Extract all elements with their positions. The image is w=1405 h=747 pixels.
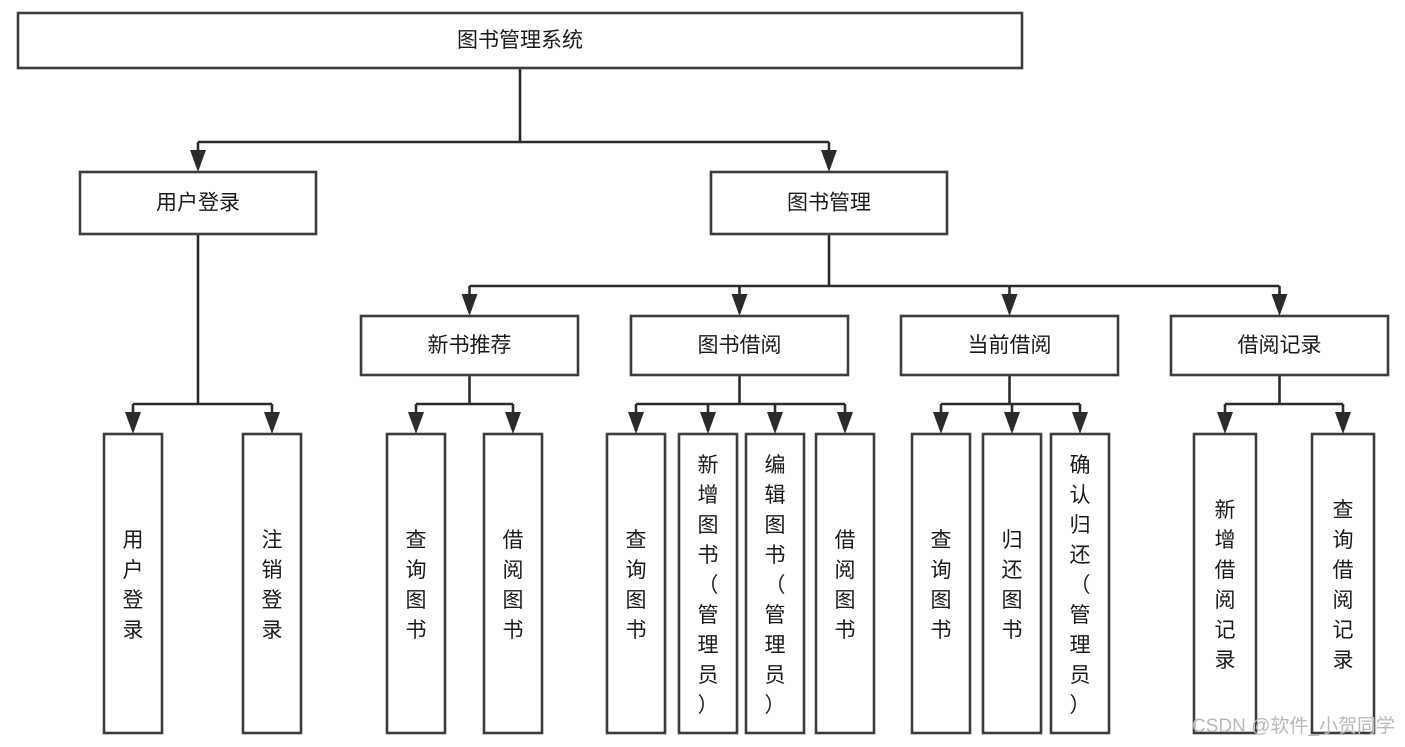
node-leaf-cb-query[interactable]: 查询图书 (910, 432, 972, 735)
node-box-book-manage[interactable] (709, 170, 949, 236)
node-user-login[interactable]: 用户登录 (78, 170, 318, 236)
node-label: 查询图书 (931, 529, 952, 642)
node-current-borrow[interactable]: 当前借阅 (899, 314, 1120, 377)
node-label: 借阅图书 (503, 529, 524, 642)
node-label: 借阅图书 (835, 529, 856, 642)
node-box-leaf-cb-confirm[interactable] (1049, 432, 1111, 735)
node-leaf-bb-borrow[interactable]: 借阅图书 (814, 432, 876, 735)
node-leaf-rec-query[interactable]: 查询图书 (385, 432, 447, 735)
node-box-new-book-rec[interactable] (359, 314, 580, 377)
node-label: 注销登录 (262, 529, 283, 642)
node-book-manage[interactable]: 图书管理 (709, 170, 949, 236)
node-label: 新增图书（管理员） (698, 454, 719, 717)
node-box-leaf-rec-query[interactable] (385, 432, 447, 735)
node-label: 图书管理 (787, 192, 871, 215)
node-label: 新书推荐 (428, 334, 512, 357)
node-box-borrow-record[interactable] (1169, 314, 1390, 377)
node-leaf-br-query[interactable]: 查询借阅记录 (1310, 432, 1376, 735)
node-label: 编辑图书（管理员） (765, 454, 786, 717)
node-leaf-cb-confirm[interactable]: 确认归还（管理员） (1049, 432, 1111, 735)
node-leaf-user-login[interactable]: 用户登录 (102, 432, 164, 735)
node-label: 用户登录 (123, 529, 144, 642)
node-label: 图书管理系统 (457, 29, 583, 52)
node-leaf-logout[interactable]: 注销登录 (241, 432, 303, 735)
node-box-leaf-bb-edit[interactable] (744, 432, 806, 735)
node-book-borrow[interactable]: 图书借阅 (629, 314, 850, 377)
node-leaf-br-add[interactable]: 新增借阅记录 (1192, 432, 1258, 735)
node-leaf-bb-edit[interactable]: 编辑图书（管理员） (744, 432, 806, 735)
node-label: 归还图书 (1002, 529, 1023, 642)
node-layer: 图书管理系统用户登录图书管理新书推荐图书借阅当前借阅借阅记录用户登录注销登录查询… (16, 11, 1390, 735)
node-box-leaf-cb-query[interactable] (910, 432, 972, 735)
node-box-leaf-rec-borrow[interactable] (482, 432, 544, 735)
connector-layer (125, 68, 1351, 434)
node-label: 查询图书 (626, 529, 647, 642)
node-box-user-login[interactable] (78, 170, 318, 236)
node-box-leaf-user-login[interactable] (102, 432, 164, 735)
node-root[interactable]: 图书管理系统 (16, 11, 1024, 70)
node-box-leaf-br-add[interactable] (1192, 432, 1258, 735)
node-box-current-borrow[interactable] (899, 314, 1120, 377)
node-borrow-record[interactable]: 借阅记录 (1169, 314, 1390, 377)
node-label: 确认归还（管理员） (1070, 454, 1091, 717)
node-box-leaf-bb-borrow[interactable] (814, 432, 876, 735)
node-leaf-rec-borrow[interactable]: 借阅图书 (482, 432, 544, 735)
node-label: 借阅记录 (1238, 334, 1322, 357)
node-label: 图书借阅 (698, 334, 782, 357)
node-box-root[interactable] (16, 11, 1024, 70)
node-label: 查询图书 (406, 529, 427, 642)
node-label: 新增借阅记录 (1215, 499, 1236, 672)
node-box-leaf-br-query[interactable] (1310, 432, 1376, 735)
node-label: 当前借阅 (968, 334, 1052, 357)
node-label: 用户登录 (156, 192, 240, 215)
node-box-book-borrow[interactable] (629, 314, 850, 377)
node-leaf-bb-query[interactable]: 查询图书 (605, 432, 667, 735)
node-leaf-cb-return[interactable]: 归还图书 (981, 432, 1043, 735)
node-box-leaf-logout[interactable] (241, 432, 303, 735)
node-label: 查询借阅记录 (1333, 499, 1354, 672)
node-box-leaf-bb-add[interactable] (677, 432, 739, 735)
node-box-leaf-cb-return[interactable] (981, 432, 1043, 735)
node-new-book-rec[interactable]: 新书推荐 (359, 314, 580, 377)
node-leaf-bb-add[interactable]: 新增图书（管理员） (677, 432, 739, 735)
node-box-leaf-bb-query[interactable] (605, 432, 667, 735)
watermark: CSDN @软件_小贺同学 (1192, 715, 1395, 737)
